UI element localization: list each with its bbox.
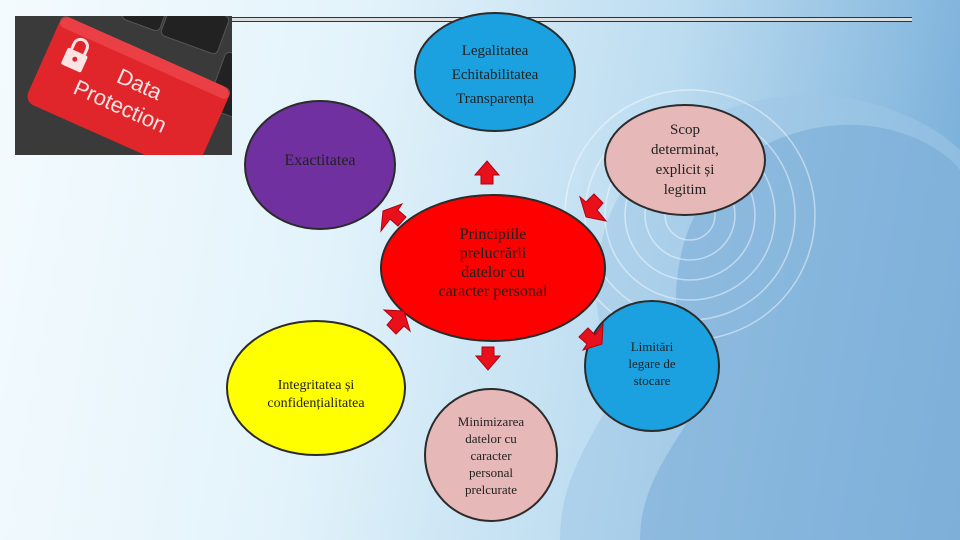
- padlock-icon: [61, 37, 89, 73]
- node-principiile-center: Principiile prelucrării datelor cu carac…: [380, 194, 606, 342]
- node-top-line-1: Legalitatea: [461, 43, 529, 59]
- data-protection-photo: Data Protection: [15, 16, 232, 155]
- node-minimizarea-line-4: personal: [468, 464, 514, 480]
- node-minimizarea-line-3: caracter: [470, 447, 512, 463]
- node-top-line-3: Transparența: [456, 91, 534, 107]
- header-rule: [232, 17, 912, 22]
- node-scop-line-3: explicit și: [655, 162, 715, 178]
- node-minimizarea: Minimizarea datelor cu caracter personal…: [424, 388, 558, 522]
- node-legalitatea-echitabilitatea-transparenta: Legalitatea Echitabilitatea Transparența: [414, 12, 576, 132]
- node-top-line-2: Echitabilitatea: [451, 67, 539, 83]
- arrow-up: [473, 160, 501, 185]
- node-center-line-4: caracter personal: [438, 283, 548, 300]
- node-integritatea-line-1: Integritatea și: [277, 378, 355, 393]
- node-scop: Scop determinat, explicit și legitim: [604, 104, 766, 216]
- arrow-lower-right: [578, 322, 604, 351]
- node-center-line-2: prelucrării: [459, 245, 527, 262]
- node-center-line-3: datelor cu: [461, 264, 525, 281]
- node-exactitatea: Exactitatea: [244, 100, 396, 230]
- node-limitari-line-3: stocare: [633, 372, 671, 388]
- arrow-upper-left: [380, 203, 407, 233]
- node-integritatea: Integritatea și confidențialitatea: [226, 320, 406, 456]
- node-limitari-line-1: Limitări: [630, 338, 674, 354]
- arrow-down: [474, 346, 502, 371]
- node-minimizarea-line-2: datelor cu: [465, 430, 517, 446]
- node-limitari-line-2: legare de: [628, 355, 676, 371]
- arrow-upper-right: [579, 193, 608, 222]
- node-exactitatea-label: Exactitatea: [284, 152, 356, 169]
- node-scop-line-2: determinat,: [651, 142, 719, 158]
- arrow-lower-left: [382, 309, 411, 335]
- node-center-line-1: Principiile: [459, 226, 527, 243]
- node-scop-line-1: Scop: [670, 122, 700, 138]
- node-scop-line-4: legitim: [663, 182, 707, 198]
- node-minimizarea-line-1: Minimizarea: [457, 413, 525, 429]
- node-minimizarea-line-5: prelcurate: [465, 481, 517, 497]
- node-integritatea-line-2: confidențialitatea: [267, 396, 365, 411]
- node-limitari: Limitări legare de stocare: [584, 300, 720, 432]
